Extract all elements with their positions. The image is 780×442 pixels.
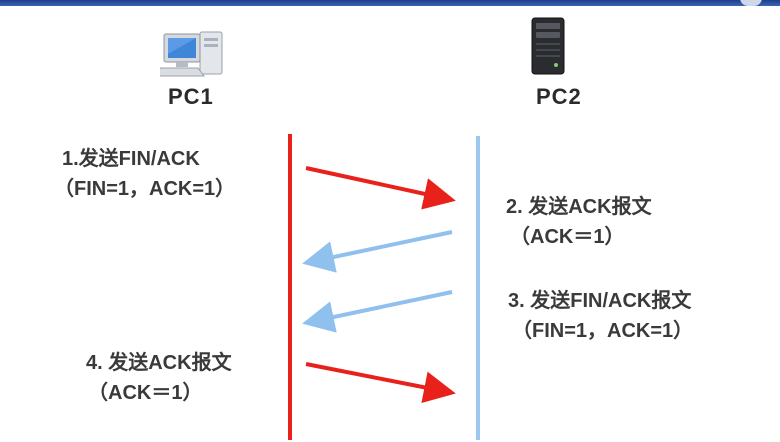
step-4-flags: （ACK＝1）: [88, 382, 203, 404]
corner-tab-icon: [740, 0, 762, 6]
step-1-arrow: [305, 166, 456, 210]
step-3-flags: （FIN=1，ACK=1）: [512, 320, 694, 342]
window-top-bar: [0, 0, 780, 6]
step-2-title: 2. 发送ACK报文: [506, 196, 652, 218]
server-tower-icon: [531, 17, 565, 75]
step-1-text: 1.发送FIN/ACK （FIN=1，ACK=1）: [54, 144, 235, 204]
desktop-computer-icon: [160, 31, 223, 77]
step-2-arrow: [302, 230, 453, 273]
step-1-flags: （FIN=1，ACK=1）: [54, 178, 236, 200]
step-4-title: 4. 发送ACK报文: [86, 352, 232, 374]
step-3-title: 3. 发送FIN/ACK报文: [508, 290, 692, 312]
step-3-arrow: [302, 290, 453, 333]
step-2-text: 2. 发送ACK报文 （ACK＝1）: [506, 192, 652, 252]
step-1-title: 1.发送FIN/ACK: [62, 148, 200, 170]
step-2-flags: （ACK＝1）: [510, 226, 625, 248]
pc1-label: PC1: [168, 84, 214, 109]
pc2-label: PC2: [536, 84, 582, 109]
step-4-text: 4. 发送ACK报文 （ACK＝1）: [86, 348, 232, 408]
step-4-arrow: [305, 362, 456, 404]
step-3-text: 3. 发送FIN/ACK报文 （FIN=1，ACK=1）: [508, 286, 693, 346]
